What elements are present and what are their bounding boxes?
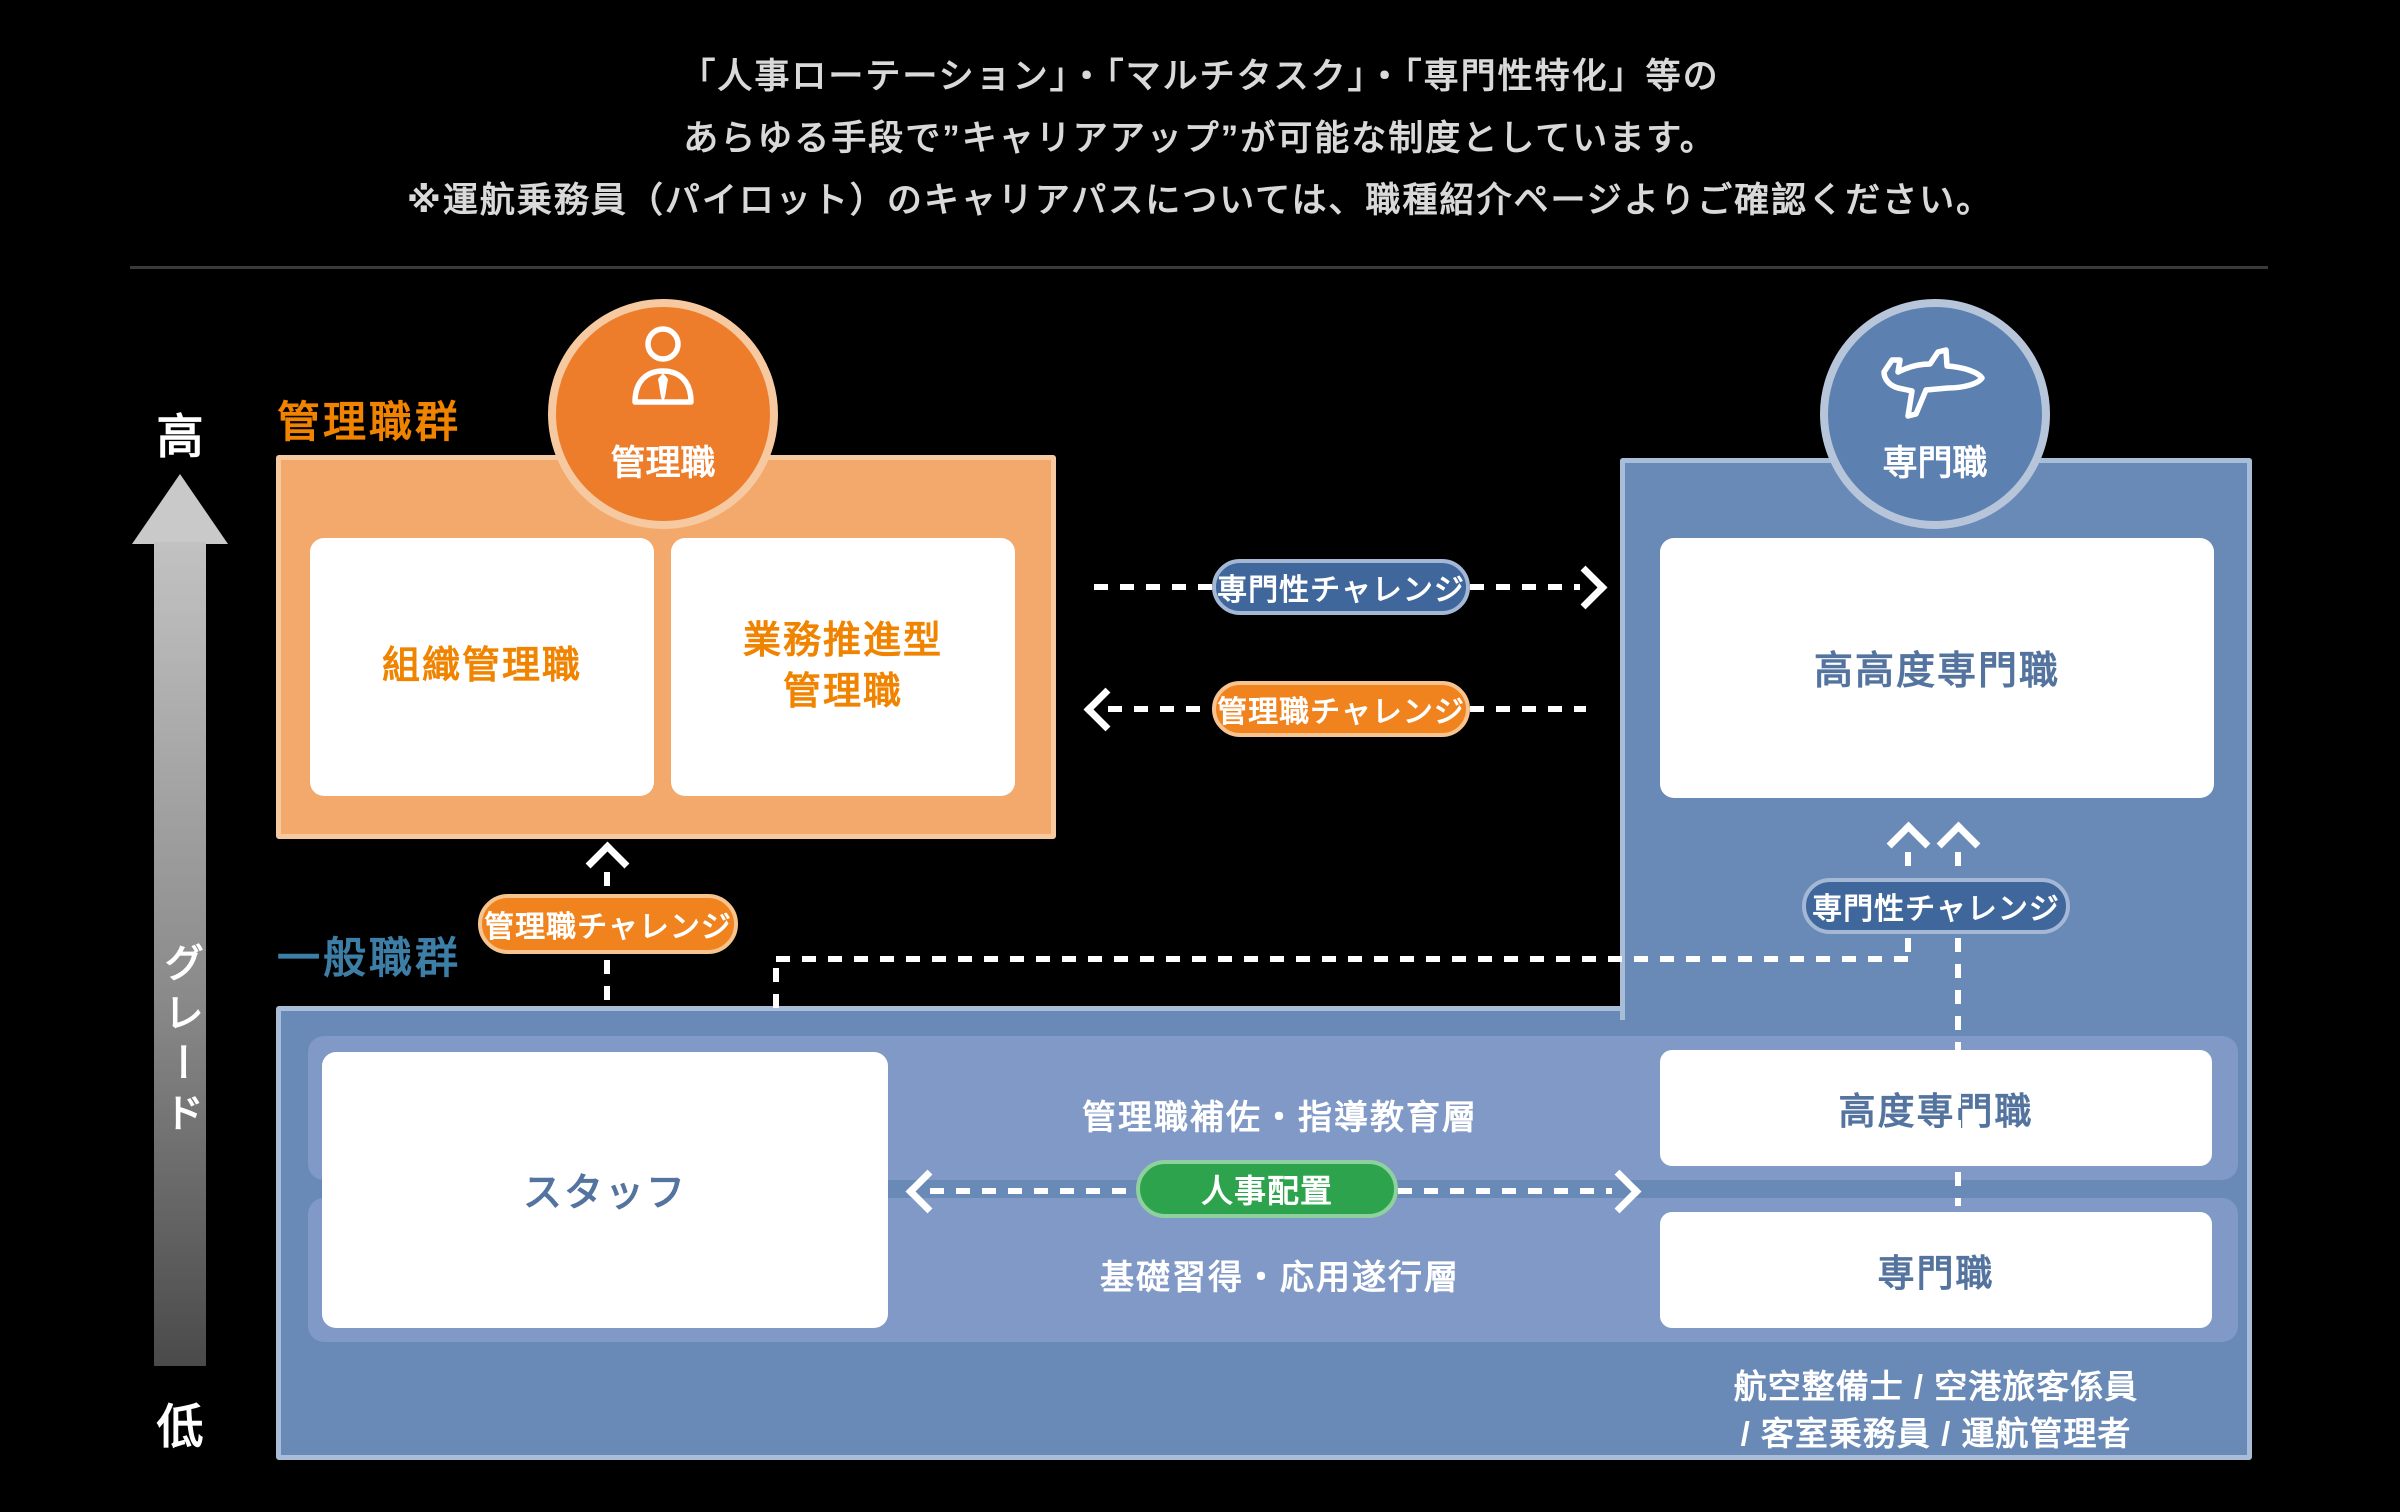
intro-text: 「人事ローテーション」・「マルチタスク」・「専門性特化」等の あらゆる手段で”キ… [0, 46, 2400, 232]
intro-line-3: ※運航乗務員（パイロット）のキャリアパスについては、職種紹介ページよりご確認くだ… [406, 181, 1994, 220]
grade-arrow-head [132, 474, 228, 544]
specialty-dash-left [1094, 584, 1212, 590]
advanced-specialist-card: 高度専門職 [1660, 1050, 2212, 1166]
arrow-right-icon [1563, 565, 1608, 610]
divider-line [130, 266, 2268, 269]
staffing-badge: 人事配置 [1136, 1160, 1398, 1218]
grade-arrow-shaft [154, 542, 206, 1366]
management-challenge-badge-low-label: 管理職チャレンジ [484, 911, 732, 944]
general-to-specialty-dash [776, 956, 1908, 962]
management-challenge-badge-mid: 管理職チャレンジ [1212, 681, 1470, 737]
high-advanced-specialist-card: 高高度専門職 [1660, 538, 2214, 798]
biz-promotion-card: 業務推進型 管理職 [671, 538, 1015, 796]
management-dash-right [1470, 706, 1586, 712]
specialty-challenge-badge-top: 専門性チャレンジ [1212, 559, 1470, 615]
specialty-challenge-badge-low: 専門性チャレンジ [1802, 878, 2070, 934]
specialty-dash-right [1470, 584, 1580, 590]
management-circle-label: 管理職 [610, 443, 716, 483]
grade-low-label: 低 [156, 1400, 204, 1453]
specialty-challenge-badge-low-label: 専門性チャレンジ [1812, 893, 2060, 926]
specialist-circle [1820, 299, 2050, 529]
staffing-dash-right [1398, 1188, 1612, 1194]
management-up-dash-b [604, 960, 610, 1006]
specialist-card: 専門職 [1660, 1212, 2212, 1328]
person-icon [613, 320, 713, 424]
staffing-dash-left [930, 1188, 1136, 1194]
job-examples-caption: 航空整備士 / 空港旅客係員 / 客室乗務員 / 運航管理者 [1733, 1368, 2139, 1452]
org-management-card-label: 組織管理職 [381, 645, 582, 688]
staff-card: スタッフ [322, 1052, 888, 1328]
management-up-dash-a [604, 872, 610, 892]
general-to-specialty-dash-corner [773, 968, 779, 1008]
management-dash-left [1108, 706, 1212, 712]
management-circle [548, 299, 778, 529]
specialist-card-label: 専門職 [1877, 1253, 1995, 1294]
specialist-circle-label: 専門職 [1882, 443, 1988, 483]
lower-layer-label: 基礎習得・応用遂行層 [1100, 1258, 1460, 1297]
general-group-label: 一般職群 [277, 935, 461, 983]
staff-card-label: スタッフ [522, 1172, 687, 1215]
staffing-badge-label: 人事配置 [1200, 1173, 1333, 1209]
specialty-challenge-badge-top-label: 専門性チャレンジ [1217, 574, 1465, 607]
org-management-card: 組織管理職 [310, 538, 654, 796]
grade-axis-label: グレード [158, 942, 202, 1142]
upper-layer-label: 管理職補佐・指導教育層 [1082, 1098, 1478, 1137]
management-group-label: 管理職群 [277, 399, 461, 447]
biz-promotion-card-label: 業務推進型 管理職 [742, 619, 943, 713]
advanced-specialist-card-label: 高度専門職 [1838, 1091, 2034, 1132]
airplane-icon [1868, 330, 2002, 432]
specialty-up-dash-left-a [1905, 852, 1911, 878]
management-challenge-badge-mid-label: 管理職チャレンジ [1217, 696, 1465, 729]
intro-line-1: 「人事ローテーション」・「マルチタスク」・「専門性特化」等の [680, 57, 1720, 96]
specialty-up-dash-left-b [1905, 938, 1911, 960]
specialty-up-dash-right-b [1955, 938, 1961, 1206]
management-challenge-badge-low: 管理職チャレンジ [478, 894, 738, 954]
grade-high-label: 高 [156, 410, 204, 463]
high-advanced-specialist-card-label: 高高度専門職 [1813, 650, 2060, 693]
specialty-up-dash-right-a [1955, 852, 1961, 878]
intro-line-2: あらゆる手段で”キャリアアップ”が可能な制度としています。 [683, 119, 1717, 158]
